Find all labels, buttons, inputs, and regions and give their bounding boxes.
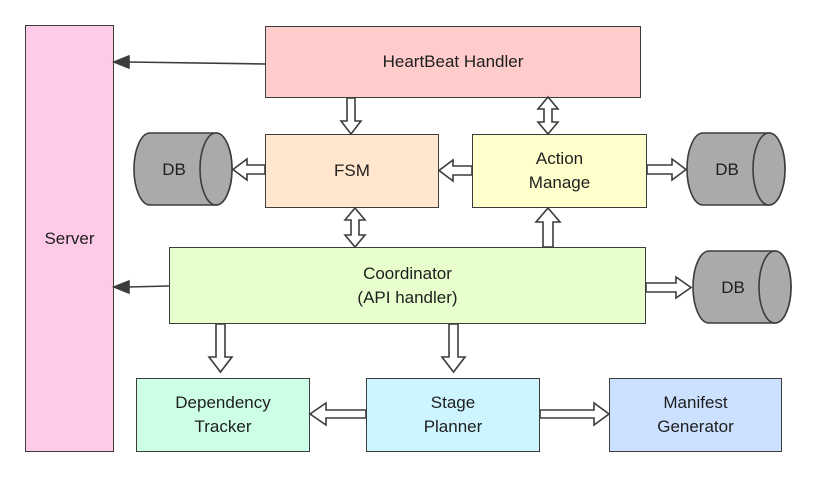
arrow-heartbeat-action-bidirectional (536, 95, 560, 136)
arrow-heartbeat-to-fsm (339, 97, 363, 136)
arrow-stage-to-dependency (308, 401, 367, 427)
database-coordinator: DB (692, 250, 792, 324)
dependency-tracker-label-line-2: Tracker (194, 417, 252, 436)
action-manage-box: Action Manage (472, 134, 647, 208)
manifest-generator-label-line-1: Manifest (663, 393, 728, 412)
arrow-coordinator-to-action (534, 206, 562, 248)
heartbeat-handler-label: HeartBeat Handler (382, 52, 524, 71)
database-coordinator-label: DB (721, 278, 745, 297)
arrowhead-coordinator-to-server (111, 279, 130, 295)
database-fsm: DB (133, 132, 233, 206)
stage-planner-label-line-1: Stage (430, 393, 476, 412)
action-manage-label-line-2: Manage (528, 173, 591, 192)
arrow-heartbeat-to-server (127, 61, 266, 65)
stage-planner-label-line-2: Planner (423, 417, 483, 436)
arrow-coordinator-to-stage (440, 323, 467, 374)
stage-planner-box: Stage Planner (366, 378, 540, 452)
database-action-cap (752, 132, 786, 206)
arrow-stage-to-manifest (539, 401, 611, 427)
database-action: DB (686, 132, 786, 206)
arrow-coordinator-to-db (645, 275, 693, 300)
database-action-label: DB (715, 160, 739, 179)
server-label: Server (44, 228, 95, 248)
database-fsm-label: DB (162, 160, 186, 179)
arrowhead-heartbeat-to-server (111, 54, 130, 70)
arrow-coordinator-to-server (127, 285, 170, 288)
coordinator-box: Coordinator (API handler) (169, 247, 646, 324)
heartbeat-handler-box: HeartBeat Handler (265, 26, 641, 98)
arrow-fsm-coordinator-bidirectional (343, 206, 367, 249)
database-coordinator-cap (758, 250, 792, 324)
server-box: Server (25, 25, 114, 452)
manifest-generator-box: Manifest Generator (609, 378, 782, 452)
arrow-fsm-to-db (231, 157, 266, 182)
arrow-action-to-fsm (437, 158, 473, 183)
fsm-label: FSM (334, 161, 370, 180)
manifest-generator-label-line-2: Generator (657, 417, 734, 436)
dependency-tracker-box: Dependency Tracker (136, 378, 310, 452)
coordinator-label-line-2: (API handler) (357, 287, 458, 307)
dependency-tracker-label-line-1: Dependency (175, 393, 271, 412)
coordinator-label-line-1: Coordinator (363, 263, 452, 283)
database-fsm-cap (199, 132, 233, 206)
arrow-action-to-db (646, 157, 688, 182)
action-manage-label-line-1: Action (535, 149, 584, 168)
arrow-coordinator-to-dependency (207, 323, 234, 374)
fsm-box: FSM (265, 134, 439, 208)
